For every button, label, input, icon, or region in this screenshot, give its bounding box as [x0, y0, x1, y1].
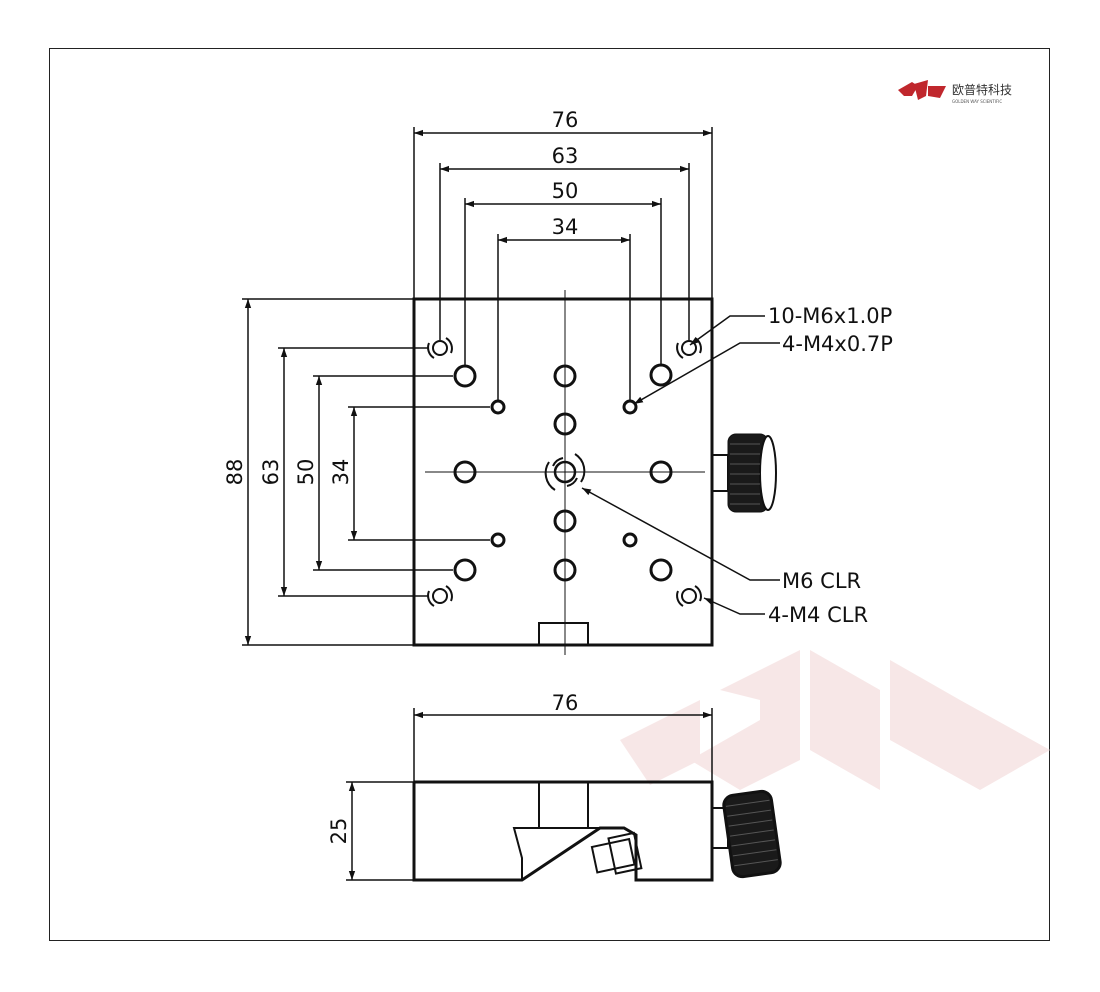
- callout-labels: 10-M6x1.0P 4-M4x0.7P M6 CLR 4-M4 CLR: [768, 304, 893, 627]
- brand-logo-mark: [898, 80, 946, 100]
- hole: [553, 364, 577, 388]
- top-width-dimension-labels: 76 63 50 34: [552, 108, 579, 239]
- hole: [453, 364, 477, 388]
- dim-side-height-25: 25: [327, 818, 351, 845]
- hole: [553, 558, 577, 582]
- top-width-dimensions: [413, 127, 713, 401]
- side-dimensions: [346, 708, 713, 881]
- left-height-dimension-labels: 88 63 50 34: [223, 459, 353, 486]
- m6-threaded-holes: [453, 363, 673, 582]
- hole: [649, 558, 673, 582]
- m4-clear-holes: [427, 337, 702, 607]
- watermark-logo: [620, 650, 1050, 790]
- callout-m4-threaded: 4-M4x0.7P: [782, 332, 893, 356]
- m4-threaded-holes: [490, 399, 638, 548]
- side-dovetail: [512, 827, 620, 880]
- side-dimension-labels: 76 25: [327, 691, 578, 844]
- brand-logo-en: GOLDEN WAY SCIENTIFIC: [952, 99, 1002, 104]
- dim-width-63: 63: [552, 144, 579, 168]
- top-view: [412, 290, 777, 655]
- hole: [453, 460, 477, 484]
- m6-clear-hole: [544, 453, 586, 491]
- drawing-frame: [49, 48, 1050, 941]
- brand-logo-cn: 欧普特科技: [952, 82, 1012, 97]
- adjustment-knob-top: [711, 433, 777, 513]
- hole: [622, 399, 638, 415]
- left-height-dimensions: [242, 298, 490, 646]
- hole: [453, 558, 477, 582]
- brand-logo: 欧普特科技 GOLDEN WAY SCIENTIFIC: [898, 80, 1012, 104]
- hole: [649, 460, 673, 484]
- bottom-slot: [538, 622, 589, 646]
- dim-height-63: 63: [259, 459, 283, 486]
- callout-leaders: [581, 315, 780, 615]
- dim-width-34: 34: [552, 215, 579, 239]
- callout-m6-clear: M6 CLR: [782, 569, 861, 593]
- dim-width-50: 50: [552, 179, 579, 203]
- hole: [490, 532, 506, 548]
- side-body-outline: [412, 780, 714, 882]
- hole: [490, 399, 506, 415]
- dim-side-width-76: 76: [552, 691, 579, 715]
- dim-height-88: 88: [223, 459, 247, 486]
- side-view: [412, 780, 782, 882]
- dim-width-76: 76: [552, 108, 579, 132]
- hole: [553, 509, 577, 533]
- callout-m4-clear: 4-M4 CLR: [768, 603, 868, 627]
- dim-height-34: 34: [329, 459, 353, 486]
- adjustment-knob-side: [722, 789, 782, 879]
- callout-m6-threaded: 10-M6x1.0P: [768, 304, 892, 328]
- hole: [649, 363, 673, 387]
- dim-height-50: 50: [294, 459, 318, 486]
- hole: [553, 412, 577, 436]
- side-lock-block: [590, 831, 643, 875]
- hole: [622, 532, 638, 548]
